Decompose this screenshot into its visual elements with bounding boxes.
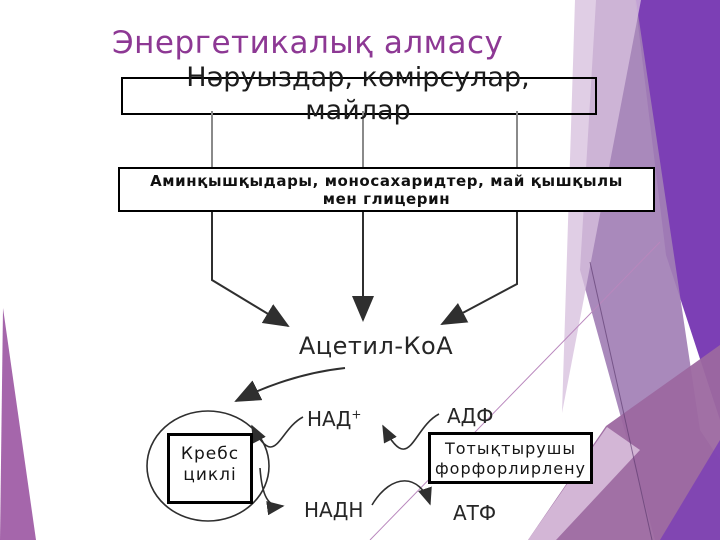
ribbon-deep-purple [635,0,720,420]
label-acetyl-coa: Ацетил-КоА [298,332,454,360]
box-aminoacids-monosaccharides: Аминқышқыдары, моносахаридтер, май қышқы… [118,167,655,212]
label-atf: АТФ [453,501,497,525]
label-adf: АДФ [447,404,494,428]
ribbon-deep-corner [660,440,720,540]
box1-line2: майлар [305,95,411,126]
box1-line1: Нәруыздар, көмірсулар, [186,62,530,93]
oxphos-line1: Тотықтырушы [444,439,577,458]
slide-title: Энергетикалық алмасу [112,25,504,61]
box2-line1: Аминқышқыдары, моносахаридтер, май қышқы… [150,172,623,190]
box-oxidative-phosphorylation: Тотықтырушы форфорлирлену [428,432,593,484]
nad-base: НАД [307,407,352,431]
label-nadh: НАДН [304,498,364,522]
box-proteins-carbs-fats-text: Нәруыздар, көмірсулар, майлар [58,61,658,127]
box2-line2: мен глицерин [322,190,451,208]
nad-superscript: + [351,407,362,422]
label-nad-plus: НАД+ [307,407,361,431]
oxphos-line2: форфорлирлену [434,459,587,478]
box-proteins-carbs-fats [121,77,597,115]
box-krebs-cycle: Кребс циклі [167,433,253,504]
left-corner-wedge [0,308,36,540]
krebs-line1: Кребс [180,444,240,464]
hairline-steep [589,261,653,540]
krebs-line2: циклі [183,465,237,485]
